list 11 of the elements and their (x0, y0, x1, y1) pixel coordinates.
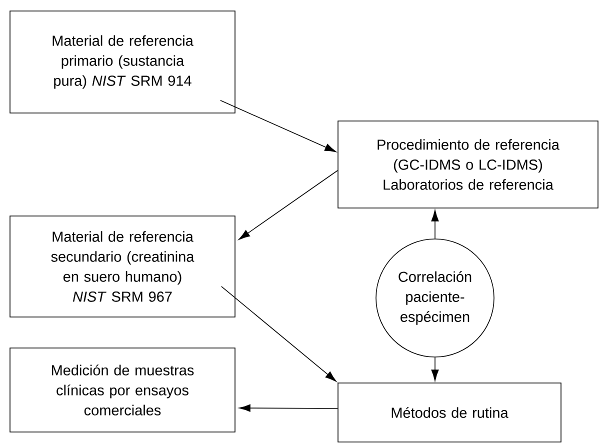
process-box: Procedimiento de referencia (GC-IDMS o LC-IDMS) Laboratorios de referencia (338, 120, 598, 208)
arrow (221, 286, 336, 382)
process-box: Medición de muestras clínicas por ensayos comerciales (10, 348, 236, 432)
process-box: Material de referencia primario (sustancia pura) NIST SRM 914 (10, 10, 236, 114)
arrow (220, 100, 336, 152)
arrow (431, 357, 439, 381)
process-box: Material de referencia secundario (creatinina en suero humano) NIST SRM 967 (10, 216, 236, 318)
arrow (431, 210, 439, 239)
process-box: Métodos de rutina (338, 382, 562, 442)
arrow (238, 170, 338, 240)
arrow (239, 404, 338, 412)
